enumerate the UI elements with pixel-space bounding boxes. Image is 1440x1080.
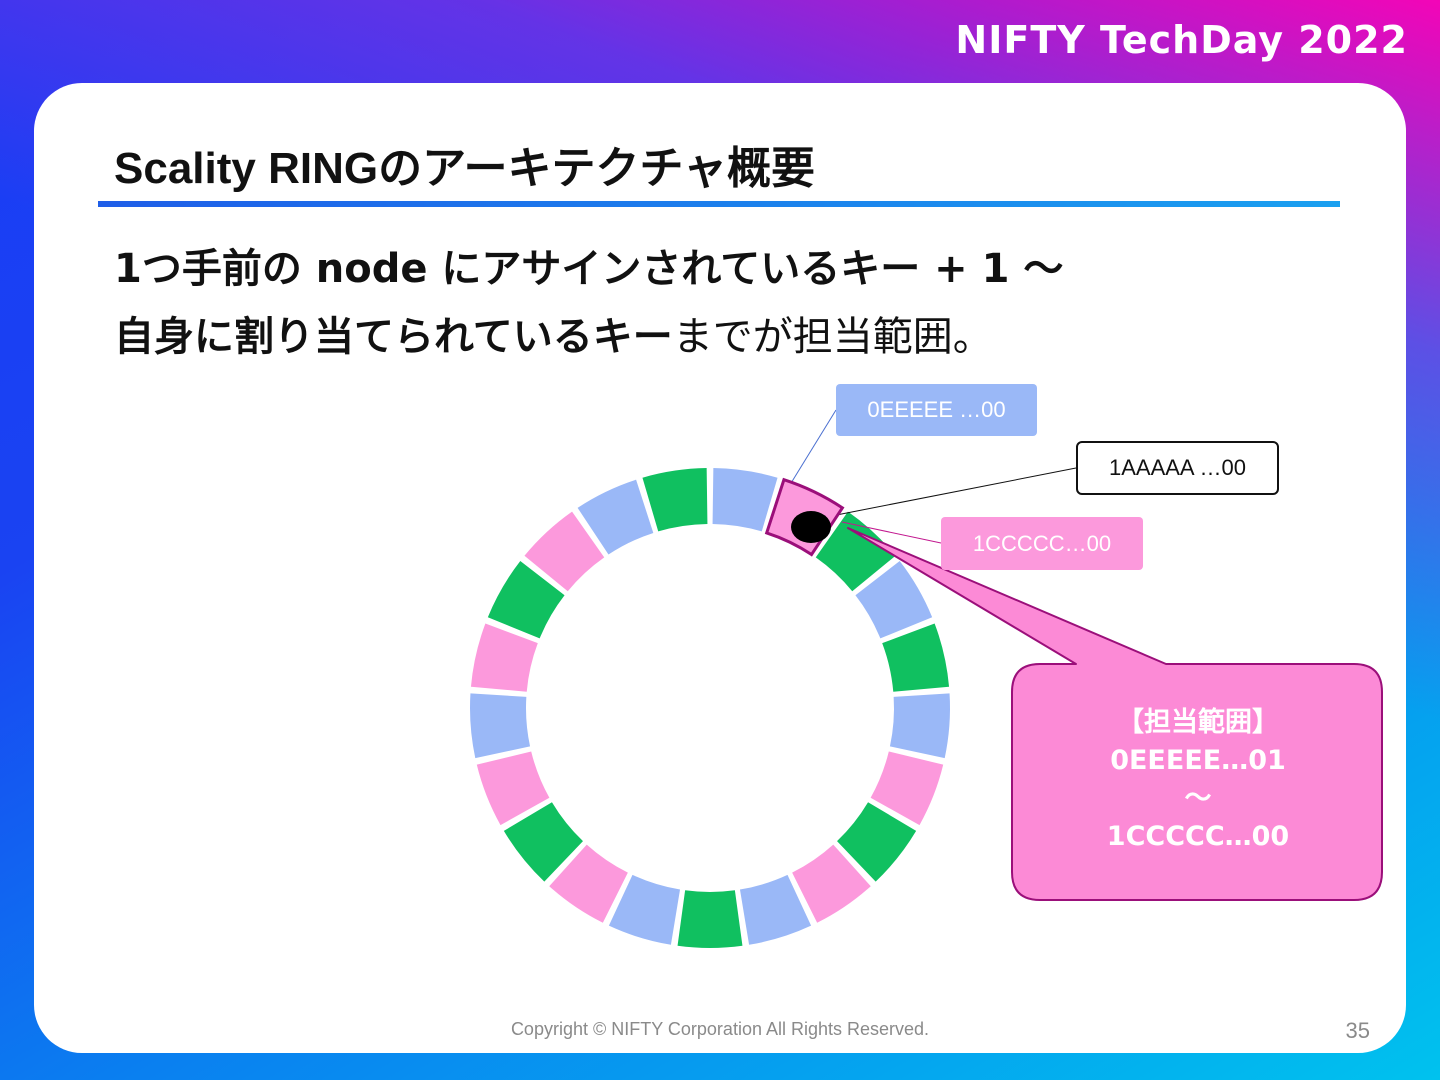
callout-tilde: ～ — [1184, 783, 1212, 814]
title-underline — [98, 201, 1340, 207]
ring-segment-blue — [577, 479, 654, 555]
subtitle-line-2-bold: 自身に割り当てられているキー — [114, 314, 673, 360]
ring-segment-blue — [470, 693, 531, 759]
connectors — [787, 409, 1077, 544]
ring-segment-green — [815, 511, 896, 592]
ring-segment-pink — [476, 751, 550, 826]
ring-segment-green — [837, 802, 917, 882]
ring-segment-pink — [792, 844, 871, 923]
ring-segment-green — [642, 468, 708, 532]
subtitle-line-2: 自身に割り当てられているキーまでが担当範囲。 — [114, 304, 993, 362]
connector-own-key — [810, 467, 1077, 521]
subtitle-line-2-normal: までが担当範囲。 — [672, 314, 993, 360]
callout-bubble — [847, 527, 1383, 901]
ring-segment-blue — [608, 874, 681, 945]
prev-node-key-label: 0EEEEE …00 — [836, 384, 1037, 436]
subtitle-line-1: 1つ手前の node にアサインされているキー + 1 ～ — [114, 246, 1064, 292]
ring-segment-green — [503, 802, 583, 882]
ring-segment-pink — [870, 751, 944, 826]
slide-title: Scality RINGのアーキテクチャ概要 — [114, 144, 816, 193]
ring-segment-blue — [712, 468, 778, 532]
ring — [470, 468, 950, 948]
ring-segment-pink — [524, 511, 605, 592]
ring-segment-blue — [855, 560, 933, 639]
own-node-key-label: 1AAAAA …00 — [1076, 441, 1279, 495]
copyright: Copyright © NIFTY Corporation All Rights… — [510, 1019, 930, 1039]
page-number: 35 — [1345, 1018, 1370, 1043]
ring-segment-blue — [739, 874, 812, 945]
ring-segment-blue — [889, 693, 950, 759]
ring-segment-pink — [549, 844, 628, 923]
connector-prev-key — [787, 409, 837, 489]
range-end-key-label: 1CCCCC…00 — [941, 517, 1143, 570]
ring-segment-green — [677, 890, 743, 948]
callout-range-start: 0EEEEE…01 — [1110, 745, 1286, 776]
connector-range-end — [841, 521, 942, 544]
brand-logo: NIFTY TechDay 2022 — [955, 18, 1408, 62]
node-marker-dot — [791, 511, 831, 543]
ring-segment-green — [882, 623, 950, 692]
ring-segment-green — [487, 560, 565, 639]
callout-text: 【担当範囲】 0EEEEE…01 ～ 1CCCCC…00 — [1014, 704, 1382, 856]
ring-segment-pink — [470, 623, 538, 692]
callout-range-end: 1CCCCC…00 — [1106, 821, 1290, 852]
callout-title: 【担当範囲】 — [1117, 707, 1279, 738]
